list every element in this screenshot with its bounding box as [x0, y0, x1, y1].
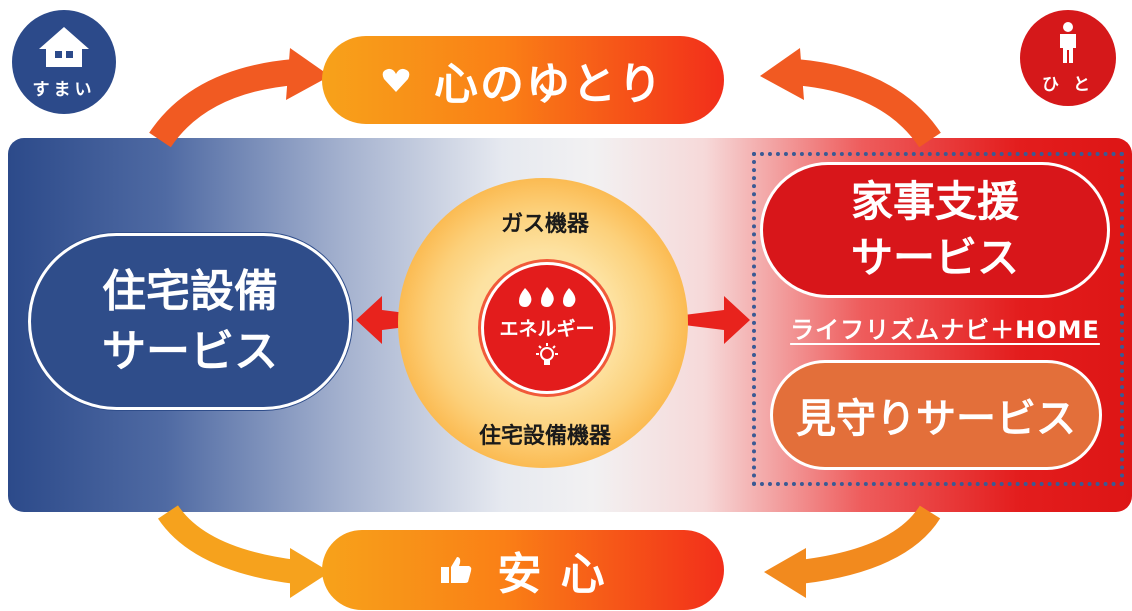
reassurance-pill: 安 心	[322, 530, 724, 610]
person-badge: ひ と	[1020, 10, 1116, 106]
life-rhythm-navi-label: ライフリズムナビ＋HOME	[790, 316, 1100, 344]
watch-service-pill: 見守りサービス	[770, 360, 1102, 470]
housework-support-line1: 家事支援	[850, 177, 1019, 226]
arrow-right	[676, 296, 750, 344]
housing-equipment-label: 住宅設備機器	[478, 424, 611, 449]
arrowhead-bottom-left	[290, 548, 330, 598]
gas-appliance-label: ガス機器	[500, 212, 589, 237]
watch-service-label: 見守りサービス	[796, 396, 1076, 442]
home-badge: すまい	[12, 10, 116, 114]
house-icon	[37, 25, 91, 73]
arrowhead-top-right	[760, 48, 804, 100]
home-label: すまい	[32, 79, 96, 100]
lightbulb-icon	[533, 342, 561, 371]
flame-icon	[515, 286, 579, 312]
arc-top-left	[149, 59, 297, 148]
energy-circle: エネルギー	[481, 262, 613, 394]
arc-top-right	[793, 59, 941, 148]
person-label: ひ と	[1042, 74, 1094, 95]
arc-bottom-left	[158, 504, 298, 584]
energy-label: エネルギー	[499, 317, 595, 340]
arrow-left	[356, 296, 430, 344]
reassurance-label: 安 心	[497, 549, 607, 600]
person-icon	[1055, 21, 1081, 68]
life-service-group-frame	[752, 152, 1124, 486]
heart-icon	[382, 67, 410, 93]
peace-of-mind-pill: 心のゆとり	[322, 36, 724, 124]
arc-bottom-right	[798, 505, 941, 584]
arrowhead-top-left	[286, 48, 330, 100]
housing-equipment-service-line2: サービス	[102, 325, 278, 377]
housing-equipment-service-line1: 住宅設備	[102, 265, 278, 317]
arrowhead-bottom-right	[764, 548, 806, 598]
thumbs-up-icon	[439, 555, 473, 585]
peace-of-mind-label: 心のゆとり	[434, 59, 664, 110]
housework-support-pill: 家事支援 サービス	[760, 162, 1110, 298]
housing-equipment-service-pill: 住宅設備 サービス	[28, 233, 352, 410]
housework-support-line2: サービス	[850, 233, 1019, 282]
